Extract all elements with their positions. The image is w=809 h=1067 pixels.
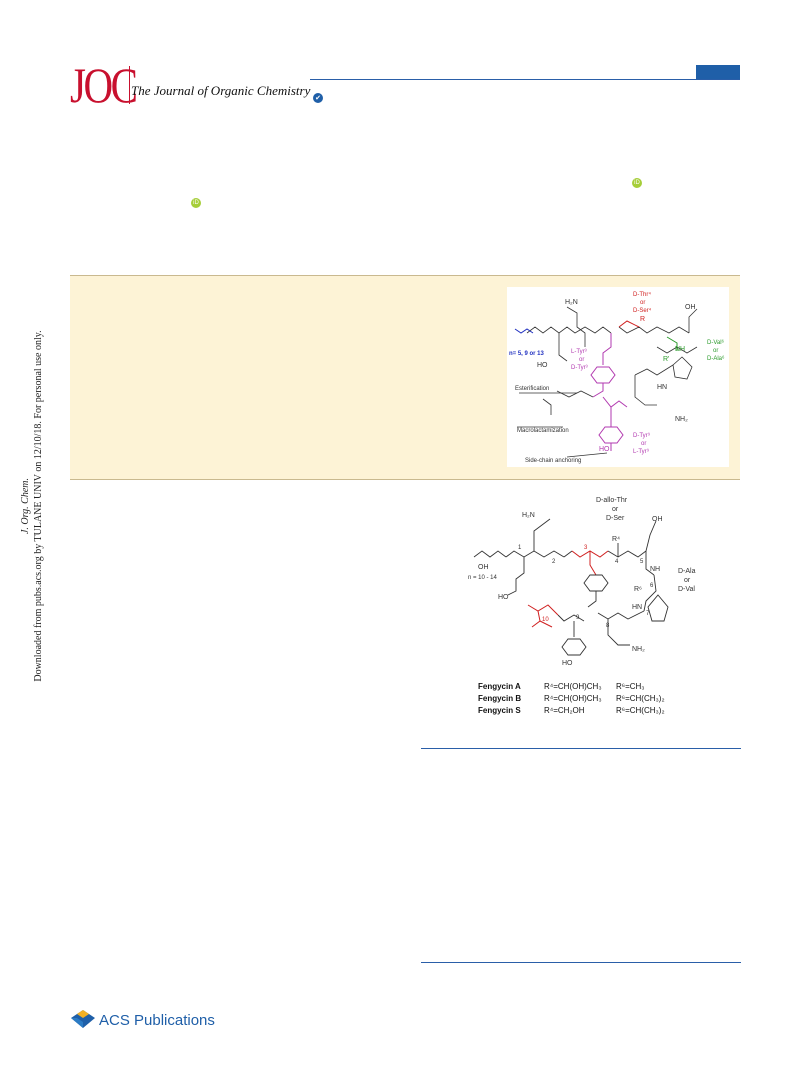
fig-label-nh: NH (650, 566, 660, 573)
fig-label-oh: OH (652, 516, 663, 523)
variant-r4: R⁴=CH(OH)CH₃ (544, 694, 602, 703)
figure-fengycin-structure: D-allo-Thr or D-Ser R⁴ H₂N OH OH n = 10 … (468, 495, 728, 717)
residue-number: 3 (584, 545, 588, 551)
variant-r6: R⁶=CH(CH₃)₂ (616, 706, 665, 715)
journal-abbrev: J. Org. Chem. (20, 478, 31, 535)
footnote-rule (421, 962, 741, 963)
toc-label-ala: D-Ala⁶ (707, 355, 725, 362)
header-rule (310, 79, 740, 80)
fig-label-dala: D-Ala (678, 568, 696, 575)
fig-label-dser: D-Ser (606, 515, 625, 522)
toc-label-r: R (640, 316, 645, 323)
toc-label-nh2: NH₂ (675, 416, 688, 423)
fig-label-hn: HN (632, 604, 642, 611)
toc-structure: H₂N OH D-Thr⁴ or D-Ser⁴ R D-Val⁶ or D-Al… (509, 291, 725, 464)
toc-label-or: or (641, 441, 646, 447)
fengycin-structure: D-allo-Thr or D-Ser R⁴ H₂N OH OH n = 10 … (468, 497, 696, 715)
download-note: J. Org. Chem. Downloaded from pubs.acs.o… (19, 296, 45, 716)
acs-logo-icon (70, 1008, 96, 1035)
fig-label-nh2: NH₂ (632, 646, 645, 653)
fig-label-hooc: HO (498, 594, 509, 601)
variant-r6: R⁶=CH₃ (616, 682, 645, 691)
residue-number: 2 (552, 559, 556, 565)
variant-r4: R⁴=CH₂OH (544, 706, 585, 715)
toc-label-dtyr: D-Tyr³ (571, 365, 588, 371)
fig-label-r6: R⁶ (634, 586, 642, 593)
toc-label-or: or (713, 348, 718, 354)
publisher-name: ACS Publications (99, 1012, 215, 1029)
toc-label-or: or (579, 357, 584, 363)
toc-label-ho: HO (599, 446, 610, 453)
toc-label-rprime: R' (663, 356, 669, 363)
fig-label-n-range: n = 10 - 14 (468, 575, 498, 581)
fig-label-or: or (612, 506, 619, 513)
download-statement: Downloaded from pubs.acs.org by TULANE U… (33, 330, 44, 682)
variant-name: Fengycin B (478, 694, 521, 703)
toc-label-esterification: Esterification (515, 386, 549, 392)
toc-label-side-chain: Side-chain anchoring (525, 458, 581, 464)
toc-label-ho: HO (537, 362, 548, 369)
residue-number: 6 (650, 583, 654, 589)
residue-number: 8 (606, 623, 610, 629)
fig-label-oh-chain: OH (478, 564, 489, 571)
toc-label-dtyr9: D-Tyr⁹ (633, 432, 651, 439)
toc-label-h2n: H₂N (565, 299, 578, 306)
toc-label-ltyr9: L-Tyr⁹ (633, 448, 650, 455)
variant-name: Fengycin A (478, 682, 521, 691)
toc-label-val: D-Val⁶ (707, 339, 725, 346)
toc-label-nh: NH (675, 346, 685, 353)
check-updates-icon[interactable]: ✔ (313, 93, 323, 103)
residue-number: 1 (518, 545, 522, 551)
toc-label-macrolactamization: Macrolactamization (517, 428, 569, 434)
orcid-icon[interactable]: iD (632, 178, 642, 188)
residue-number: 7 (646, 611, 650, 617)
header-color-block (696, 65, 740, 79)
variant-r6: R⁶=CH(CH₃)₂ (616, 694, 665, 703)
residue-number: 9 (576, 615, 580, 621)
toc-label-oh: OH (685, 304, 696, 311)
journal-name: The Journal of Organic Chemistry (131, 83, 311, 98)
fig-label-or: or (684, 577, 691, 584)
toc-label-ltyr: L-Tyr³ (571, 349, 587, 355)
variant-r4: R⁴=CH(OH)CH₃ (544, 682, 602, 691)
residue-number: 10 (542, 617, 549, 623)
fig-label-h2n: H₂N (522, 512, 535, 519)
toc-graphic: H₂N OH D-Thr⁴ or D-Ser⁴ R D-Val⁶ or D-Al… (507, 287, 729, 467)
fig-label-ho-tyr: HO (562, 660, 573, 667)
toc-label-ser: D-Ser⁴ (633, 307, 652, 314)
toc-label-hn: HN (657, 384, 667, 391)
figure-rule (421, 748, 741, 749)
fig-label-dallothr: D-allo-Thr (596, 497, 628, 504)
toc-label-or: or (640, 300, 645, 306)
residue-number: 4 (615, 559, 619, 565)
residue-number: 5 (640, 559, 644, 565)
journal-logo: JOC (70, 57, 138, 113)
variant-name: Fengycin S (478, 706, 521, 715)
toc-label-thr: D-Thr⁴ (633, 291, 651, 298)
logo-divider (129, 66, 130, 104)
fig-label-r4: R⁴ (612, 536, 620, 543)
toc-label-n: n= 5, 9 or 13 (509, 351, 545, 357)
fig-label-dval: D-Val (678, 586, 695, 593)
orcid-icon[interactable]: iD (191, 198, 201, 208)
